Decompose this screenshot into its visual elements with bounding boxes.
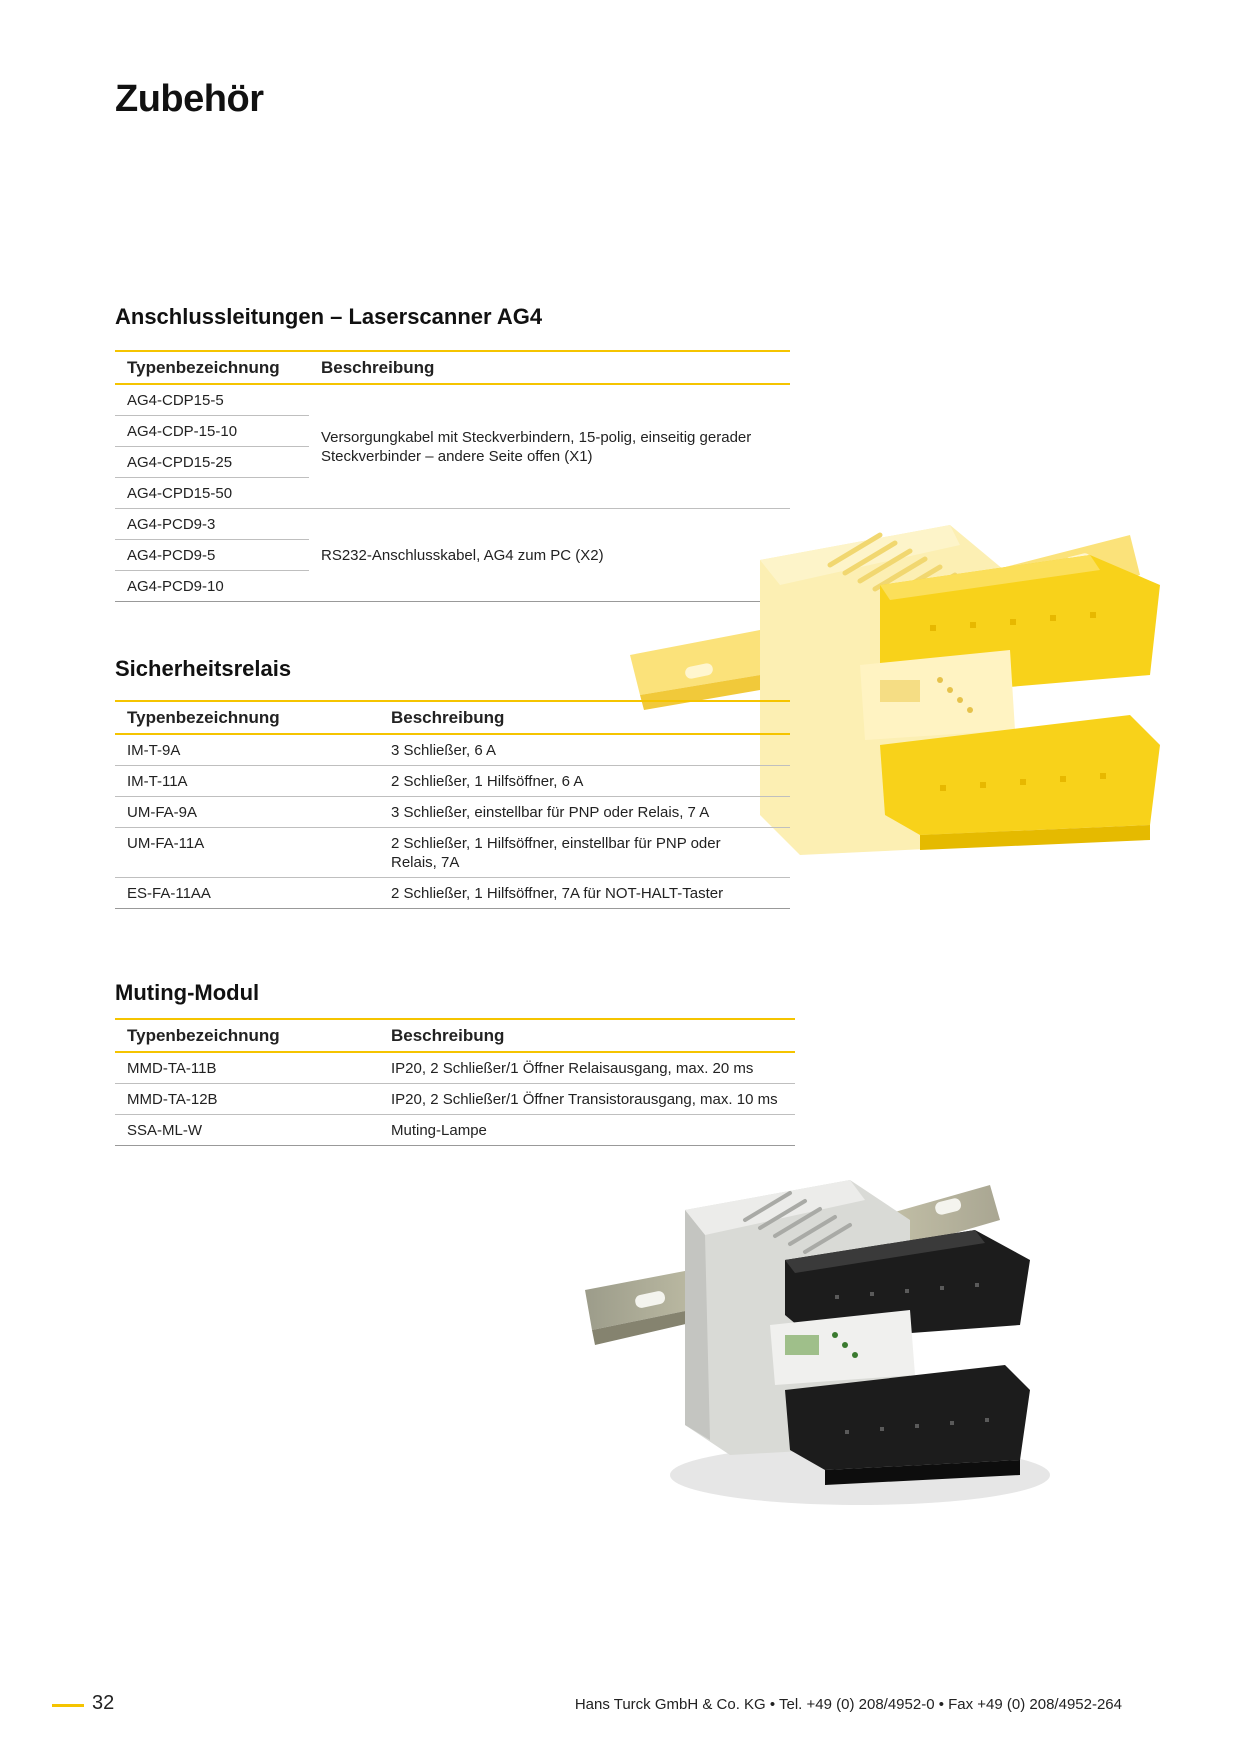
type-cell: IM-T-9A	[115, 734, 379, 766]
type-cell: AG4-PCD9-5	[115, 539, 309, 571]
page-title: Zubehör	[115, 78, 264, 120]
column-header-description: Beschreibung	[309, 350, 790, 385]
type-cell: IM-T-11A	[115, 765, 379, 797]
table-row: AG4-CPD15-25	[115, 446, 790, 478]
column-header-type: Typenbezeichnung	[115, 1018, 379, 1053]
table-row: UM-FA-11A 2 Schließer, 1 Hilfsöffner, ei…	[115, 827, 790, 878]
table-row: AG4-PCD9-3 RS232-Anschlusskabel, AG4 zum…	[115, 508, 790, 602]
table-header-row: Typenbezeichnung Beschreibung	[115, 350, 790, 385]
type-cell: ES-FA-11AA	[115, 877, 379, 909]
description-cell: 3 Schließer, einstellbar für PNP oder Re…	[379, 796, 790, 828]
table-row: AG4-CDP-15-10	[115, 415, 790, 447]
table-row: ES-FA-11AA 2 Schließer, 1 Hilfsöffner, 7…	[115, 877, 790, 909]
section-title-safety-relays: Sicherheitsrelais	[115, 656, 292, 681]
section-title-cables: Anschlussleitungen – Laserscanner AG4	[115, 304, 543, 329]
footer-company-info: Hans Turck GmbH & Co. KG • Tel. +49 (0) …	[574, 1696, 1122, 1713]
type-cell: SSA-ML-W	[115, 1114, 379, 1146]
description-cell: Muting-Lampe	[379, 1114, 795, 1146]
section-title-muting-module: Muting-Modul	[115, 980, 260, 1005]
description-cell: IP20, 2 Schließer/1 Öffner Transistoraus…	[379, 1083, 795, 1115]
description-cell: RS232-Anschlusskabel, AG4 zum PC (X2)	[309, 508, 790, 602]
table-row: AG4-CPD15-50	[115, 477, 790, 509]
table-row: SSA-ML-W Muting-Lampe	[115, 1114, 795, 1146]
table-row: IM-T-9A 3 Schließer, 6 A	[115, 734, 790, 766]
type-cell: MMD-TA-12B	[115, 1083, 379, 1115]
column-header-type: Typenbezeichnung	[115, 350, 309, 385]
page-number: 32	[92, 1692, 115, 1714]
table-header-row: Typenbezeichnung Beschreibung	[115, 700, 790, 735]
table-row: UM-FA-9A 3 Schließer, einstellbar für PN…	[115, 796, 790, 828]
table-header-row: Typenbezeichnung Beschreibung	[115, 1018, 795, 1053]
type-cell: AG4-CPD15-50	[115, 477, 309, 509]
table-row: IM-T-11A 2 Schließer, 1 Hilfsöffner, 6 A	[115, 765, 790, 797]
description-cell: Versorgungkabel mit Steckverbindern, 15-…	[309, 384, 790, 509]
cables-table: Typenbezeichnung Beschreibung AG4-CDP15-…	[115, 350, 790, 602]
type-cell: AG4-CDP15-5	[115, 384, 309, 416]
description-cell: 3 Schließer, 6 A	[379, 734, 790, 766]
muting-module-table: Typenbezeichnung Beschreibung MMD-TA-11B…	[115, 1018, 795, 1146]
type-cell: AG4-CDP-15-10	[115, 415, 309, 447]
type-cell: UM-FA-9A	[115, 796, 379, 828]
description-cell: 2 Schließer, 1 Hilfsöffner, 7A für NOT-H…	[379, 877, 790, 909]
description-cell: 2 Schließer, 1 Hilfsöffner, einstellbar …	[379, 827, 790, 878]
column-header-type: Typenbezeichnung	[115, 700, 379, 735]
description-cell: IP20, 2 Schließer/1 Öffner Relaisausgang…	[379, 1052, 795, 1084]
type-cell: MMD-TA-11B	[115, 1052, 379, 1084]
page-number-accent	[52, 1704, 84, 1707]
table-row: MMD-TA-11B IP20, 2 Schließer/1 Öffner Re…	[115, 1052, 795, 1084]
muting-module-image	[585, 1180, 1050, 1505]
table-row: AG4-PCD9-5	[115, 539, 790, 571]
table-row: MMD-TA-12B IP20, 2 Schließer/1 Öffner Tr…	[115, 1083, 795, 1115]
safety-relays-table: Typenbezeichnung Beschreibung IM-T-9A 3 …	[115, 700, 790, 909]
type-cell: AG4-PCD9-3	[115, 508, 309, 540]
type-cell: AG4-PCD9-10	[115, 570, 309, 602]
type-cell: AG4-CPD15-25	[115, 446, 309, 478]
table-row: AG4-CDP15-5 Versorgungkabel mit Steckver…	[115, 384, 790, 509]
description-cell: 2 Schließer, 1 Hilfsöffner, 6 A	[379, 765, 790, 797]
safety-relay-yellow-image	[630, 525, 1160, 855]
type-cell: UM-FA-11A	[115, 827, 379, 878]
column-header-description: Beschreibung	[379, 1018, 795, 1053]
column-header-description: Beschreibung	[379, 700, 790, 735]
table-row: AG4-PCD9-10	[115, 570, 790, 602]
